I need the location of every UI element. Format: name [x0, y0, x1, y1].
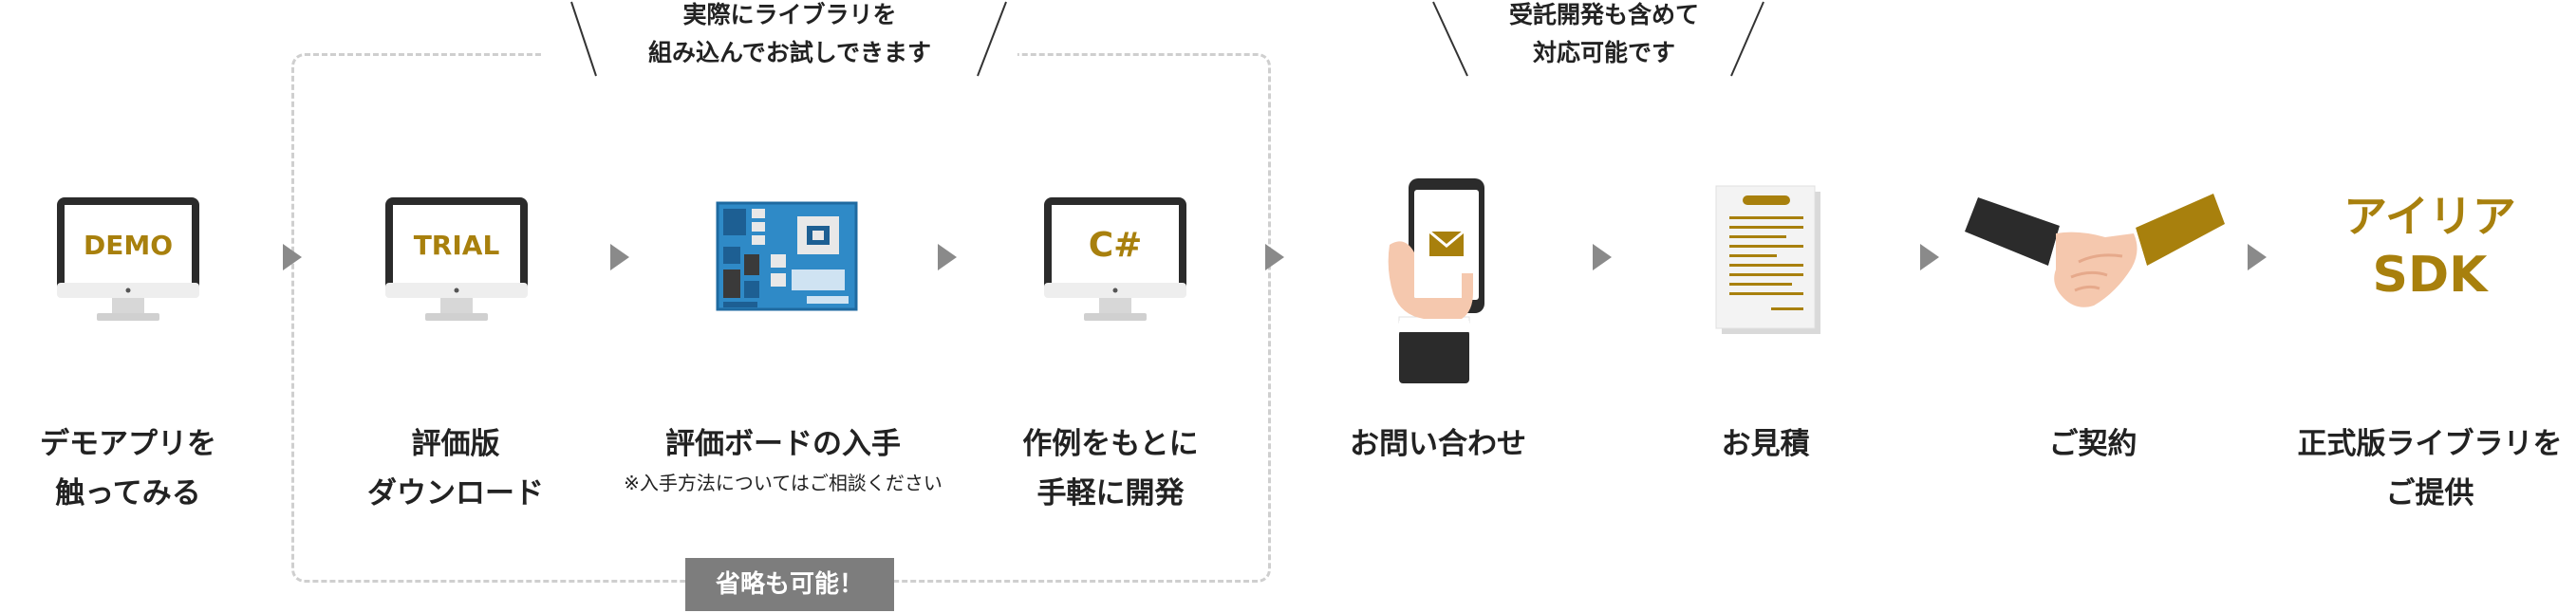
callout-lines [570, 1, 1764, 77]
step-estimate-label: お見積 [1604, 419, 1927, 469]
sdk-logo-line1: アイリア [2343, 191, 2516, 242]
arrow-7 [2248, 244, 2267, 270]
step-release-line2: ご提供 [2385, 476, 2474, 511]
arrow-6 [1920, 244, 1939, 270]
note-left-line1: 実際にライブラリを [682, 1, 897, 28]
step-demo-line2: 触ってみる [55, 476, 201, 511]
arrow-5 [1593, 244, 1612, 270]
arrow-3 [938, 244, 957, 270]
step-inquiry-line1: お問い合わせ [1350, 427, 1526, 461]
trial-monitor-text: TRIAL [414, 230, 500, 261]
note-left: 実際にライブラリを 組み込んでお試しできます [600, 0, 980, 72]
step-develop-label: 作例をもとに 手軽に開発 [949, 419, 1272, 518]
trial-monitor-icon: TRIAL [385, 197, 528, 321]
step-develop-line2: 手軽に開発 [1036, 476, 1185, 511]
handshake-icon [1965, 194, 2225, 307]
step-release-line1: 正式版ライブラリを [2297, 427, 2563, 461]
note-right: 受託開発も含めて 対応可能です [1462, 0, 1746, 72]
note-right-line1: 受託開発も含めて [1508, 1, 1699, 28]
step-contract-label: ご契約 [1932, 419, 2254, 469]
arrow-2 [610, 244, 629, 270]
step-contract-line1: ご契約 [2048, 427, 2137, 461]
callout-line-left-b [977, 1, 1007, 77]
step-trial-label: 評価版 ダウンロード [294, 419, 617, 518]
note-right-line2: 対応可能です [1532, 39, 1675, 66]
step-board-note: ※入手方法についてはご相談ください [624, 472, 943, 494]
csharp-monitor-icon: C# [1044, 197, 1186, 321]
demo-monitor-icon: DEMO [57, 197, 199, 321]
quotation-document-icon [1715, 185, 1820, 334]
step-trial-line1: 評価版 [411, 427, 500, 461]
sdk-logo-line2: SDK [2372, 247, 2488, 304]
sdk-logo: アイリア SDK [2287, 188, 2572, 306]
step-estimate-line1: お見積 [1721, 427, 1810, 461]
step-inquiry-label: お問い合わせ [1277, 419, 1599, 469]
step-board-label: 評価ボードの入手 ※入手方法についてはご相談ください [622, 419, 944, 497]
csharp-monitor-text: C# [1089, 226, 1143, 265]
callout-line-left-a [570, 1, 597, 77]
frame-gap [543, 47, 1017, 61]
arrow-1 [283, 244, 302, 270]
note-left-line2: 組み込んでお試しできます [647, 39, 931, 66]
step-demo-label: デモアプリを 触ってみる [0, 419, 289, 518]
step-release-label: 正式版ライブラリを ご提供 [2268, 419, 2576, 518]
optional-badge: 省略も可能！ [685, 558, 894, 611]
step-trial-line2: ダウンロード [367, 476, 544, 511]
step-develop-line1: 作例をもとに [1022, 427, 1199, 461]
demo-monitor-text: DEMO [84, 230, 173, 261]
smartphone-mail-icon [1388, 178, 1484, 383]
callout-line-right-b [1730, 1, 1764, 77]
step-board-line1: 評価ボードの入手 [665, 427, 901, 461]
arrow-4 [1265, 244, 1284, 270]
step-demo-line1: デモアプリを [40, 427, 216, 461]
callout-line-right-a [1432, 1, 1468, 77]
circuit-board-icon [716, 201, 858, 311]
